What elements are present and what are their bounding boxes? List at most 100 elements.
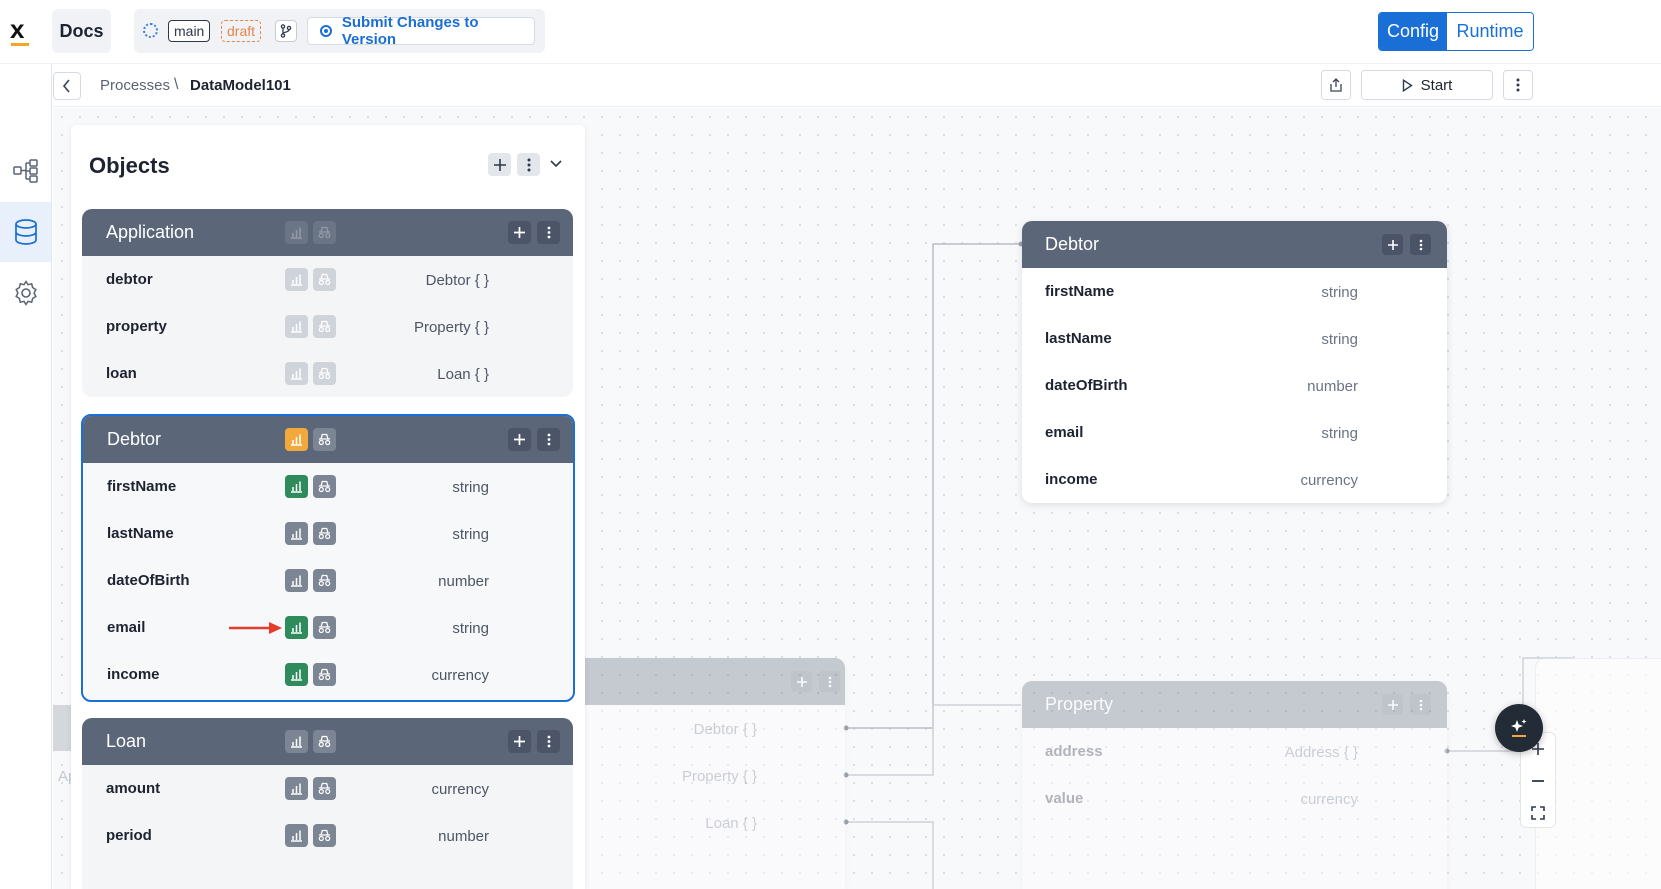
- mask-toggle-button[interactable]: [313, 616, 336, 639]
- rail-item-settings[interactable]: [0, 263, 51, 323]
- app-logo[interactable]: x: [10, 16, 30, 46]
- add-field-button[interactable]: [791, 671, 812, 692]
- add-field-button[interactable]: [508, 730, 531, 753]
- chart-toggle-button[interactable]: [285, 362, 308, 385]
- chart-toggle-button[interactable]: [285, 315, 308, 338]
- chart-toggle-button[interactable]: [285, 777, 308, 800]
- export-button[interactable]: [1321, 70, 1351, 100]
- chart-toggle-button[interactable]: [285, 616, 308, 639]
- field-name: firstName: [107, 478, 177, 495]
- mask-toggle-button[interactable]: [313, 221, 336, 244]
- object-application[interactable]: Application debtor Debtor { } property P…: [82, 209, 573, 397]
- rail-item-process[interactable]: [0, 141, 51, 201]
- object-more-button[interactable]: [537, 428, 560, 451]
- field-row[interactable]: lastName string: [83, 510, 573, 557]
- bar-chart-icon: [291, 622, 302, 634]
- object-header[interactable]: Application: [82, 209, 573, 256]
- card-more-button[interactable]: [1410, 234, 1431, 255]
- field-row[interactable]: period number: [82, 812, 573, 859]
- zoom-in-button[interactable]: [1521, 733, 1555, 765]
- object-debtor[interactable]: Debtor firstName string lastName string …: [81, 414, 575, 702]
- mask-toggle-button[interactable]: [313, 315, 336, 338]
- chart-toggle-button[interactable]: [285, 730, 308, 753]
- submit-changes-button[interactable]: Submit Changes to Version: [307, 14, 535, 48]
- docs-button[interactable]: Docs: [52, 9, 111, 53]
- mask-toggle-button[interactable]: [313, 362, 336, 385]
- card-row[interactable]: Debtor { }: [473, 705, 845, 752]
- back-button[interactable]: [53, 72, 81, 100]
- field-row[interactable]: amount currency: [82, 765, 573, 812]
- object-loan[interactable]: Loan amount currency period number: [82, 718, 573, 889]
- field-name: lastName: [1045, 330, 1112, 347]
- add-field-button[interactable]: [508, 221, 531, 244]
- chart-toggle-button[interactable]: [285, 824, 308, 847]
- more-vertical-icon: [547, 735, 550, 748]
- collapse-panel-button[interactable]: [547, 155, 565, 173]
- add-field-button[interactable]: [1382, 234, 1403, 255]
- chart-toggle-button[interactable]: [285, 569, 308, 592]
- branch-fork-button[interactable]: [275, 20, 297, 42]
- bar-chart-icon: [291, 434, 302, 446]
- mask-toggle-button[interactable]: [313, 428, 336, 451]
- branch-tag[interactable]: main: [168, 20, 211, 42]
- field-row[interactable]: firstName string: [83, 463, 573, 510]
- add-field-button[interactable]: [1382, 694, 1403, 715]
- object-more-button[interactable]: [537, 730, 560, 753]
- field-row[interactable]: income currency: [83, 651, 573, 698]
- field-row[interactable]: debtor Debtor { }: [82, 256, 573, 303]
- ai-assistant-button[interactable]: [1495, 704, 1543, 752]
- object-header[interactable]: Loan: [82, 718, 573, 765]
- plus-icon: [493, 158, 506, 171]
- field-row[interactable]: email string: [83, 604, 573, 651]
- mask-toggle-button[interactable]: [313, 268, 336, 291]
- field-row[interactable]: property Property { }: [82, 303, 573, 350]
- card-row[interactable]: Loan { }: [473, 799, 845, 846]
- card-row[interactable]: Property { }: [473, 752, 845, 799]
- object-name: Debtor: [107, 429, 162, 449]
- object-header[interactable]: Debtor: [83, 416, 573, 463]
- chart-toggle-button[interactable]: [285, 475, 308, 498]
- zoom-out-button[interactable]: [1521, 765, 1555, 797]
- mask-toggle-button[interactable]: [313, 824, 336, 847]
- mode-runtime-button[interactable]: Runtime: [1447, 13, 1533, 50]
- play-icon: [1402, 78, 1413, 92]
- export-icon: [1330, 78, 1342, 92]
- mask-toggle-button[interactable]: [313, 475, 336, 498]
- fit-view-button[interactable]: [1521, 797, 1555, 829]
- panel-more-button[interactable]: [517, 153, 540, 176]
- breadcrumb-processes[interactable]: Processes: [100, 77, 171, 94]
- add-field-button[interactable]: [508, 428, 531, 451]
- field-row[interactable]: dateOfBirth number: [83, 557, 573, 604]
- rail-item-data-model[interactable]: [0, 202, 51, 262]
- chart-toggle-button[interactable]: [285, 428, 308, 451]
- add-object-button[interactable]: [488, 153, 511, 176]
- mask-toggle-button[interactable]: [313, 777, 336, 800]
- more-options-button[interactable]: [1503, 70, 1533, 100]
- card-more-button[interactable]: [819, 671, 840, 692]
- offscreen-card[interactable]: [1535, 658, 1661, 889]
- breadcrumb-bar: Processes \ DataModel101 Start: [52, 64, 1661, 107]
- chart-toggle-button[interactable]: [285, 522, 308, 545]
- mask-toggle-button[interactable]: [313, 730, 336, 753]
- chart-toggle-button[interactable]: [285, 663, 308, 686]
- mask-toggle-button[interactable]: [313, 522, 336, 545]
- field-row[interactable]: loan Loan { }: [82, 350, 573, 397]
- start-button[interactable]: Start: [1361, 70, 1493, 100]
- mask-toggle-button[interactable]: [313, 663, 336, 686]
- plus-icon: [796, 676, 807, 687]
- chart-toggle-button[interactable]: [285, 221, 308, 244]
- chart-toggle-button[interactable]: [285, 268, 308, 291]
- mask-toggle-button[interactable]: [313, 569, 336, 592]
- object-more-button[interactable]: [537, 221, 560, 244]
- card-more-button[interactable]: [1410, 694, 1431, 715]
- mode-config-button[interactable]: Config: [1379, 13, 1447, 50]
